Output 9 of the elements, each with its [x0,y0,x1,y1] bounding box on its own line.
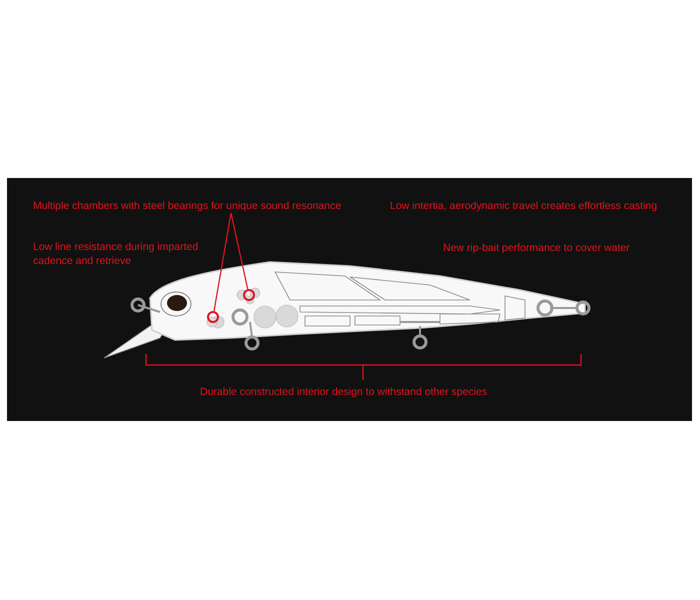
callout-circle [207,311,219,323]
feature-text: Durable constructed interior design to withstand other species [200,385,488,399]
leader-line [213,212,232,312]
feature-text: Low line resistance during imparted cadence and retrieve [33,240,200,268]
feature-text: Low intertia, aerodynamic travel creates effortless casting [390,199,658,213]
feature-text: New rip-bait performance to cover water [443,241,631,255]
callout-text: Multiple chambers with steel bearings for unique sound resonance [33,199,342,213]
leader-line [230,212,248,290]
callout-circle [243,289,255,301]
